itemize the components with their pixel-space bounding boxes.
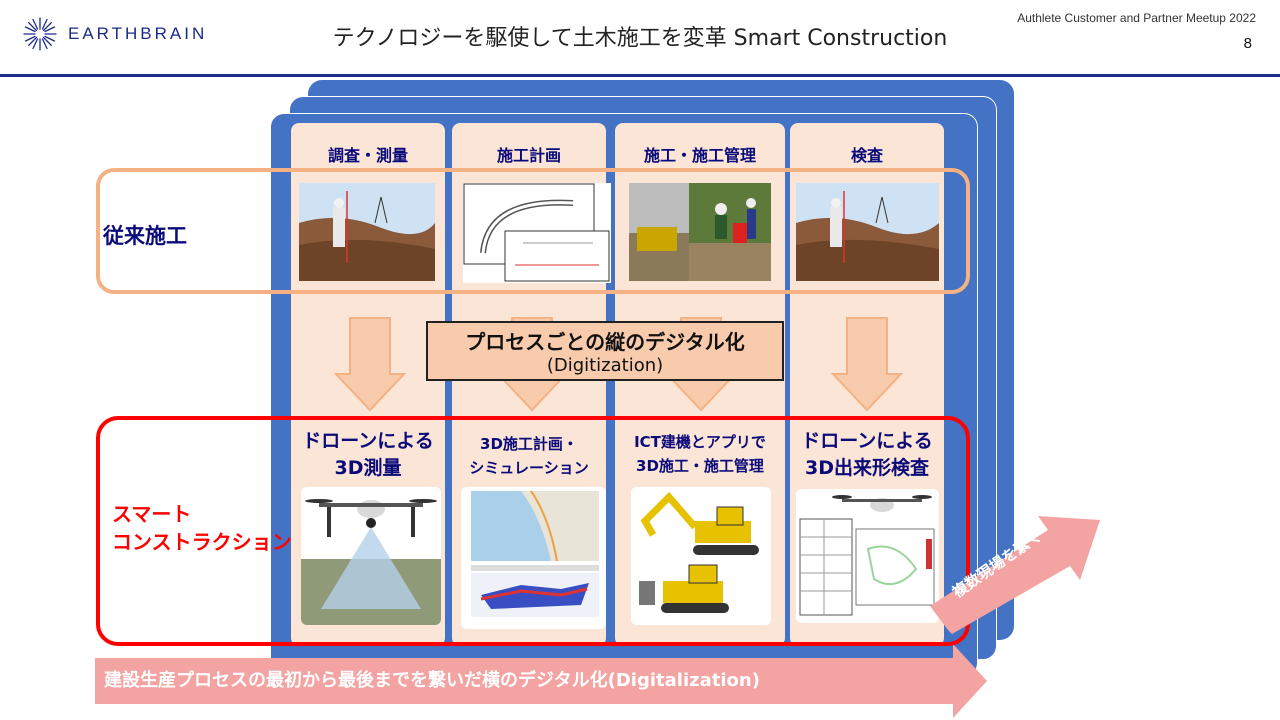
- right-arrow-icon: [95, 644, 987, 718]
- logo: EARTHBRAIN: [22, 16, 207, 52]
- smart-label-line1: スマート: [112, 502, 192, 526]
- earthbrain-logo-icon: [23, 17, 57, 51]
- traditional-row-frame: [96, 168, 970, 294]
- smart-construction-row-frame: [96, 416, 970, 646]
- digitalization-caption: 建設生産プロセスの最初から最後までを繋いだ横のデジタル化(Digitalizat…: [104, 670, 760, 691]
- diagonal-arrow-icon: [930, 516, 1100, 634]
- smart-cell-survey-label: ドローンによる 3D測量: [302, 430, 434, 479]
- event-name: Authlete Customer and Partner Meetup 202…: [1017, 11, 1256, 25]
- 3d-planning-image: [461, 487, 606, 629]
- inspection-photo: [796, 183, 939, 281]
- construction-photo: [629, 183, 771, 281]
- down-arrow-icon: [831, 317, 903, 412]
- survey-photo: [299, 183, 435, 281]
- header-divider: [0, 74, 1280, 77]
- down-arrow-icon: [334, 317, 406, 412]
- digitization-box: プロセスごとの縦のデジタル化 (Digitization): [426, 321, 784, 381]
- column-heading-survey: 調査・測量: [327, 146, 408, 165]
- logo-text: EARTHBRAIN: [68, 24, 208, 43]
- column-heading-inspection: 検査: [850, 146, 883, 165]
- planning-drawings: [463, 183, 611, 283]
- digitization-title: プロセスごとの縦のデジタル化: [465, 330, 745, 354]
- traditional-row-label: 従来施工: [103, 224, 187, 248]
- ict-machines-image: [631, 487, 771, 625]
- digitization-subtitle: (Digitization): [546, 355, 664, 376]
- drone-survey-image: [301, 487, 441, 625]
- column-heading-construction: 施工・施工管理: [643, 146, 756, 165]
- smart-cell-planning-label: 3D施工計画・ シミュレーション: [469, 435, 589, 477]
- smart-label-line2: コンストラクション: [112, 530, 292, 554]
- column-heading-planning: 施工計画: [496, 146, 561, 165]
- 3d-inspection-image: [796, 489, 939, 623]
- page-title: テクノロジーを駆使して土木施工を変革 Smart Construction: [332, 26, 948, 51]
- smart-cell-construction-label: ICT建機とアプリで 3D施工・施工管理: [634, 433, 766, 475]
- smart-construction-label: スマート コンストラクション: [112, 500, 292, 556]
- smart-cell-inspection-label: ドローンによる 3D出来形検査: [801, 430, 933, 479]
- page-number: 8: [1243, 35, 1252, 52]
